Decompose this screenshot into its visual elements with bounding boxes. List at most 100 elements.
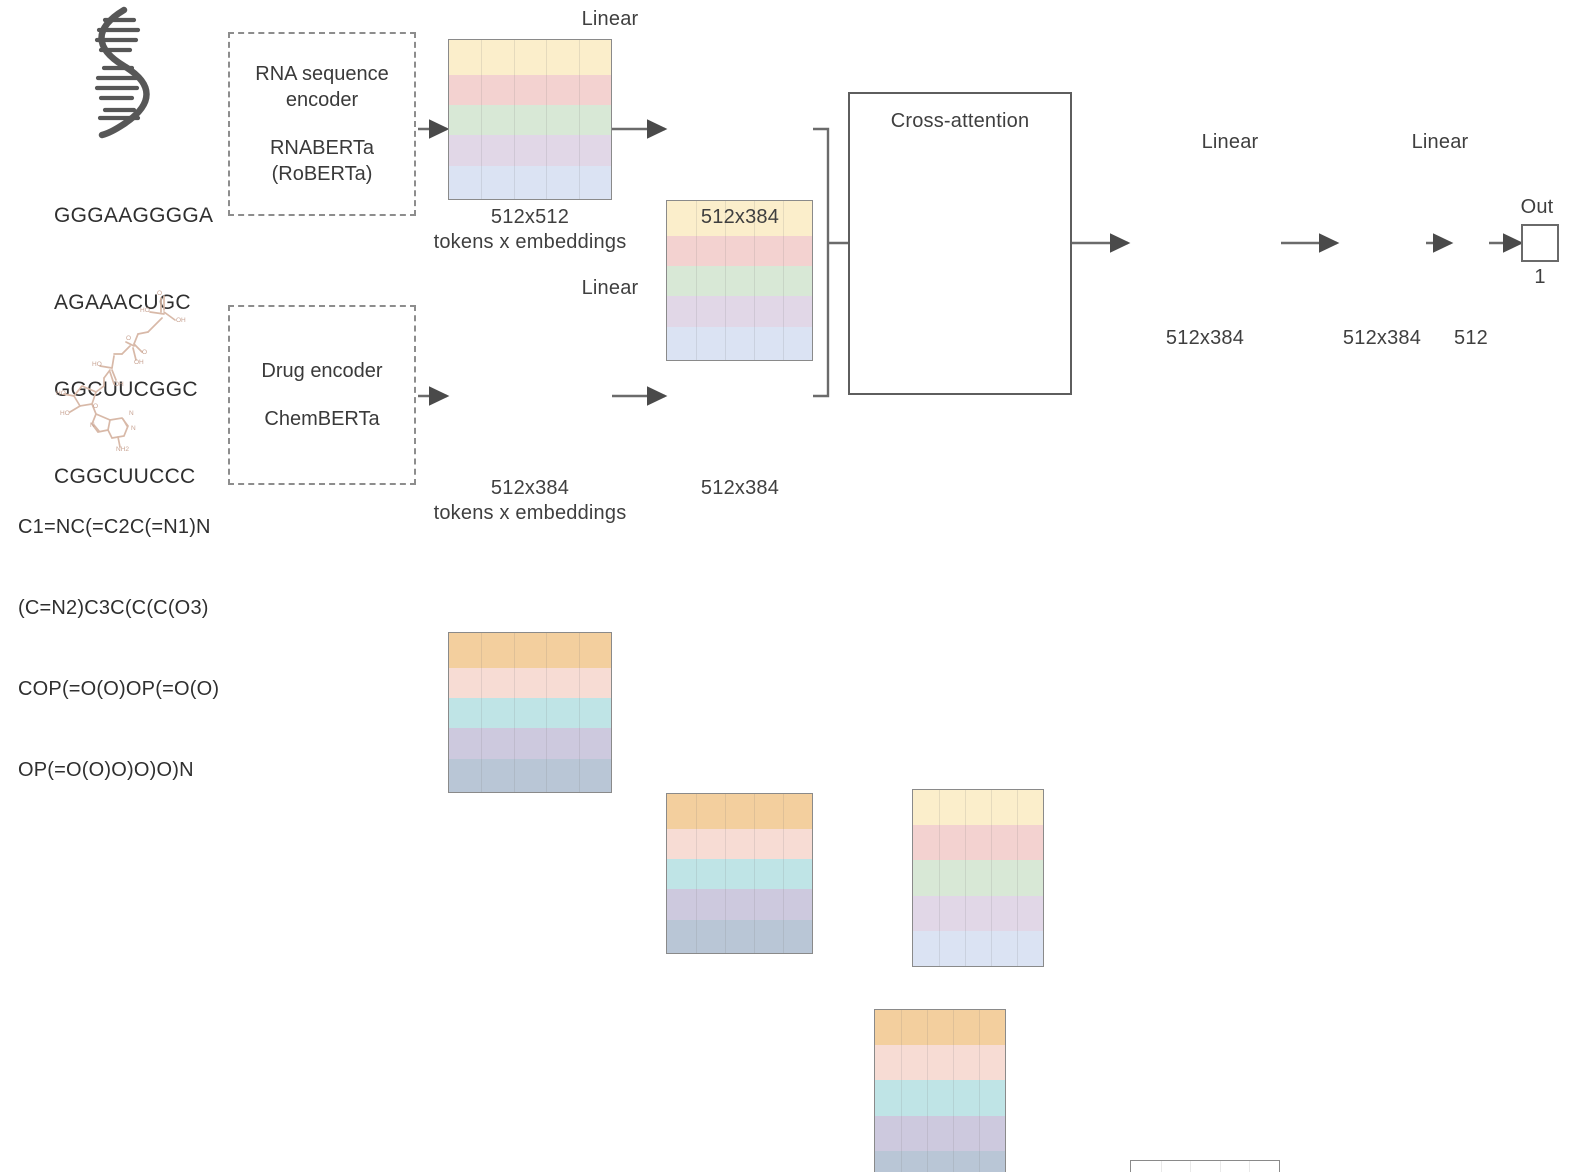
matrix-gridline [953,1010,954,1172]
linear-label-drug: Linear [581,277,639,299]
matrix-band [667,266,812,297]
svg-text:O: O [126,335,131,342]
cross-attention-box[interactable] [848,92,1072,395]
matrix-gridline [927,1010,928,1172]
matrix-band [449,165,611,199]
svg-text:OH: OH [134,359,144,366]
smiles-line: (C=N2)C3C(C(C(O3) [18,597,209,619]
svg-text:OH: OH [114,381,124,388]
connector-layer [418,119,1524,406]
matrix-gridline [754,794,755,953]
drug-smiles-text: C1=NC(=C2C(=N1)N (C=N2)C3C(C(C(O3) COP(=… [18,460,238,838]
matrix-gridline [578,633,580,792]
matrix-band [875,1150,1005,1172]
matrix-band [449,728,611,759]
rna-encoder-title-line2: encoder [285,89,359,111]
matrix-gridline [1160,1161,1162,1172]
output-box[interactable] [1521,224,1559,262]
svg-text:N: N [129,410,134,417]
svg-text:O: O [93,403,98,410]
matrix-gridline [513,40,515,199]
matrix-band [667,201,812,236]
matrix-gridline [1219,1161,1221,1172]
connector-drug-to-bus [813,243,830,398]
matrix-band [667,859,812,890]
rna-sequence-encoder-box[interactable]: RNA sequence encoder RNABERTa (RoBERTa) [228,32,416,216]
matrix-band [667,326,812,360]
smiles-line: OP(=O(O)O)O)O)N [18,759,194,781]
drug-encoder-model: ChemBERTa [264,408,380,430]
output-dims: 1 [1534,266,1546,288]
smiles-line: COP(=O(O)OP(=O(O) [18,678,220,700]
matrix-gridline [965,790,966,966]
matrix-band [913,895,1043,931]
matrix-band [449,633,611,668]
rna-encoder-title-line1: RNA sequence [255,63,389,85]
drug-encoder-box[interactable]: Drug encoder ChemBERTa [228,305,416,485]
matrix-band [449,74,611,106]
matrix-gridline [991,790,992,966]
matrix-band [875,1080,1005,1116]
drug-linear-dims: 512x384 [700,477,780,499]
drug-embed-sublabel: tokens x embeddings [433,502,627,524]
rna-embed-sublabel: tokens x embeddings [433,231,627,253]
svg-text:O: O [142,349,147,356]
matrix-band [449,105,611,136]
matrix-band [1131,1161,1279,1172]
matrix-gridline [979,1010,980,1172]
out-label: Out [1520,196,1554,218]
matrix-gridline [1017,790,1018,966]
matrix-gridline [725,201,726,360]
matrix-band [875,1115,1005,1151]
matrix-gridline [696,794,697,953]
drug-embed-dims: 512x384 [490,477,570,499]
cross-attention-drug-matrix[interactable] [874,1009,1006,1172]
matrix-band [875,1045,1005,1081]
svg-text:HO: HO [140,307,150,314]
rna-seq-line: AGAAACUGC [54,291,191,314]
matrix-band [667,828,812,860]
rna-linear-dims: 512x384 [700,206,780,228]
post-attention-matrix-1[interactable] [1130,1160,1280,1172]
matrix-gridline [481,40,483,199]
rna-encoder-model-base: (RoBERTa) [271,163,373,185]
rna-encoder-model-name: RNABERTa [269,137,375,159]
matrix-gridline [725,794,726,953]
matrix-band [667,235,812,267]
matrix-band [667,889,812,920]
svg-text:NH2: NH2 [116,446,129,453]
post-attn-2-dims: 512x384 [1342,327,1422,349]
dna-helix-icon [94,6,150,139]
rna-seq-line: GGCUUCGGC [54,378,198,401]
cross-attention-rna-matrix[interactable] [912,789,1044,967]
vector-dims: 512 [1454,327,1488,349]
svg-text:HO: HO [60,410,70,417]
matrix-gridline [1190,1161,1192,1172]
svg-text:HO: HO [92,361,102,368]
rna-linear-matrix[interactable] [666,200,813,361]
drug-embedding-matrix[interactable] [448,632,612,793]
cross-attention-label: Cross-attention [890,110,1030,132]
matrix-band [449,135,611,166]
drug-encoder-title: Drug encoder [261,360,383,382]
matrix-gridline [1249,1161,1251,1172]
matrix-gridline [481,633,483,792]
linear-label-post2: Linear [1411,131,1469,153]
linear-label-rna: Linear [581,8,639,30]
matrix-gridline [696,201,697,360]
drug-linear-matrix[interactable] [666,793,813,954]
smiles-line: C1=NC(=C2C(=N1)N [18,516,211,538]
matrix-band [667,919,812,953]
matrix-band [449,698,611,729]
svg-text:N: N [90,422,95,429]
matrix-gridline [939,790,940,966]
rna-sequence-text: GGGAAGGGGA AGAAACUGC GGCUUCGGC CGGCUUCCC [54,143,234,549]
rna-seq-line: CGGCUUCCC [54,465,196,488]
matrix-band [913,825,1043,861]
matrix-gridline [783,794,784,953]
rna-embed-dims: 512x512 [490,206,570,228]
matrix-gridline [754,201,755,360]
svg-text:O: O [157,290,162,297]
rna-embedding-matrix[interactable] [448,39,612,200]
